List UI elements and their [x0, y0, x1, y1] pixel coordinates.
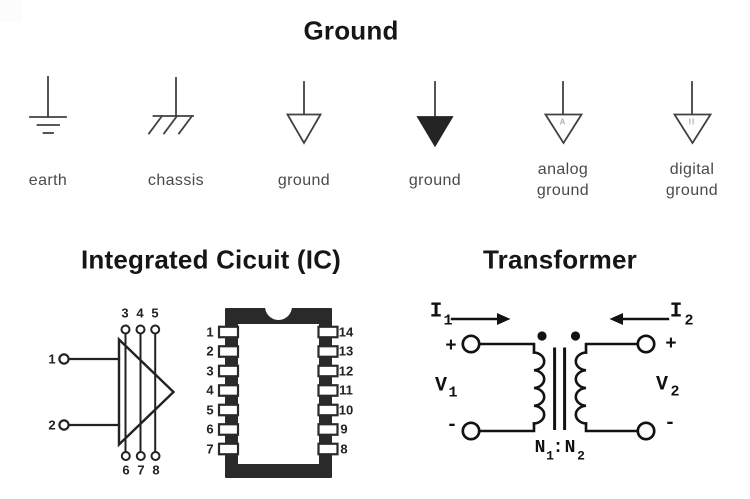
opamp-pin-3: 3	[121, 305, 129, 321]
terminal-right-bottom	[636, 421, 656, 441]
signal-ground-open-symbol	[285, 81, 323, 145]
dip-notch	[265, 293, 292, 320]
opamp-pin-7: 7	[137, 462, 145, 478]
dip-pins	[217, 325, 339, 456]
corner-artifact	[0, 0, 22, 22]
signal-ground-filled-symbol	[416, 81, 454, 148]
polarity-minus-right: -	[664, 412, 676, 434]
dip-pin-3: 3	[206, 363, 214, 379]
dip-pin-2: 2	[206, 343, 214, 359]
voltage-v1-label: V	[434, 374, 448, 398]
ground-open-label: ground	[277, 172, 331, 189]
earth-label: earth	[28, 172, 68, 189]
turns-colon: :	[552, 438, 564, 458]
opamp-pin-5: 5	[151, 305, 159, 321]
analog-ground-symbol	[543, 81, 584, 145]
voltage-v1-subscript: 1	[448, 384, 458, 402]
dip-pin-5: 5	[206, 402, 214, 418]
opamp-pin-4: 4	[136, 305, 144, 321]
dip-pin-6: 6	[206, 421, 214, 437]
ground-symbols-figure	[29, 76, 713, 148]
polarity-plus-right: +	[665, 333, 677, 355]
digital-ground-mark: II	[688, 117, 696, 127]
opamp-pin-1: 1	[48, 351, 56, 367]
dip-pin-11: 11	[339, 382, 353, 398]
polarity-dot-right	[570, 331, 581, 341]
opamp-pin-2: 2	[48, 417, 56, 433]
voltage-v2-label: V	[655, 373, 669, 397]
dip-pin-13: 13	[338, 343, 354, 359]
dip-pin-10: 10	[338, 402, 354, 418]
voltage-v2-subscript: 2	[670, 383, 680, 401]
dip-pin-8: 8	[340, 441, 348, 457]
current-i2-label: I	[669, 300, 683, 324]
dip-pin-1: 1	[206, 324, 214, 340]
polarity-dot-left	[537, 331, 547, 341]
transformer-section-title: Transformer	[483, 244, 637, 275]
terminal-left-top	[461, 334, 481, 354]
chassis-label: chassis	[147, 172, 205, 189]
digital-ground-symbol	[672, 81, 713, 145]
secondary-winding	[574, 351, 588, 425]
dip-pin-7: 7	[206, 441, 214, 457]
turns-n1-subscript: 1	[546, 448, 554, 464]
turns-n2-label: N	[564, 438, 576, 458]
opamp-pin-8: 8	[152, 462, 160, 478]
ground-section-title: Ground	[303, 15, 399, 46]
analog-ground-mark: A	[559, 117, 567, 127]
opamp-ic-figure	[58, 324, 176, 461]
current-arrow-left-head	[497, 313, 511, 325]
dip14-package-figure	[217, 293, 339, 478]
dip-pin-9: 9	[340, 421, 348, 437]
polarity-minus-left: -	[446, 414, 458, 436]
dip-pin-4: 4	[206, 382, 214, 398]
ground-filled-label: ground	[408, 172, 462, 189]
current-i2-subscript: 2	[684, 312, 694, 330]
current-i1-subscript: 1	[443, 312, 453, 330]
polarity-plus-left: +	[445, 335, 457, 357]
ic-section-title: Integrated Cicuit (IC)	[80, 244, 342, 275]
digital-ground-label: digital ground	[665, 161, 719, 199]
current-arrow-right-head	[609, 313, 623, 325]
current-i1-label: I	[429, 300, 443, 324]
terminal-left-bottom	[461, 421, 481, 441]
dip-pin-14: 14	[338, 324, 354, 340]
chassis-ground-symbol	[147, 77, 194, 135]
transformer-figure	[450, 313, 670, 441]
opamp-triangle	[117, 336, 176, 448]
primary-winding	[532, 351, 546, 425]
turns-n2-subscript: 2	[577, 448, 585, 464]
opamp-pin-6: 6	[122, 462, 130, 478]
analog-ground-label: analog ground	[536, 161, 590, 199]
dip-pin-12: 12	[338, 363, 354, 379]
earth-ground-symbol	[29, 76, 67, 134]
turns-n1-label: N	[534, 438, 546, 458]
terminal-right-top	[636, 334, 656, 354]
